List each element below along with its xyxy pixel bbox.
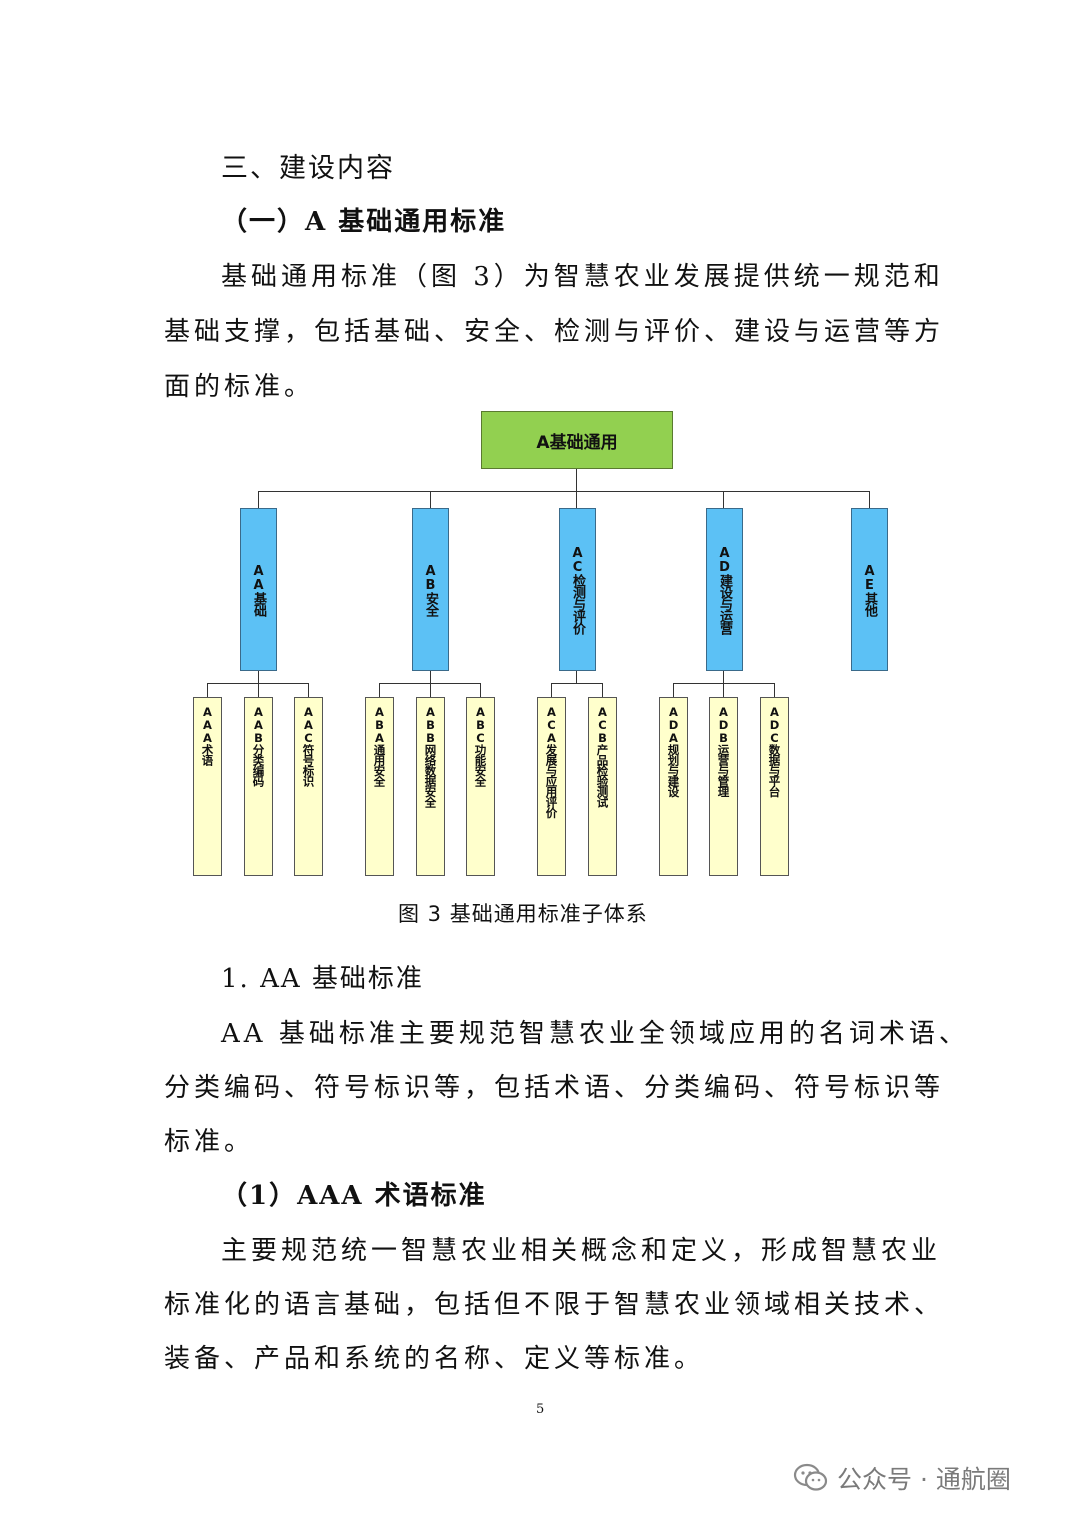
node-aa-label: AA基础 (251, 563, 266, 616)
connector (430, 671, 431, 683)
connector (774, 683, 775, 697)
node-abb-label: ABB网络数据安全 (423, 705, 438, 807)
heading-aa: 1. AA 基础标准 (221, 964, 424, 994)
connector (576, 671, 577, 683)
node-acb-label: ACB产品检验测试 (595, 705, 610, 807)
connector (576, 469, 577, 491)
intro-line-2: 基础支撑，包括基础、安全、检测与评价、建设与运营等方 (164, 317, 945, 347)
node-aaa-label: AAA术语 (200, 705, 215, 765)
connector (258, 491, 259, 508)
node-abc: ABC功能安全 (466, 697, 495, 876)
aa-line-3: 标准。 (164, 1127, 255, 1157)
watermark: 公众号 · 通航圈 (793, 1460, 1011, 1496)
connector (723, 683, 724, 697)
node-abb: ABB网络数据安全 (416, 697, 445, 876)
connector (430, 683, 431, 697)
intro-line-1: 基础通用标准（图 3）为智慧农业发展提供统一规范和 (221, 262, 944, 292)
connector (258, 671, 259, 683)
connector (723, 491, 724, 508)
connector (207, 683, 208, 697)
diagram-root-node: A基础通用 (481, 411, 673, 469)
connector (602, 683, 603, 697)
node-ac: AC检测与评价 (559, 508, 596, 671)
root-node-label: A基础通用 (536, 432, 618, 453)
aaa-line-1: 主要规范统一智慧农业相关概念和定义，形成智慧农业 (221, 1236, 942, 1266)
node-ae-label: AE其他 (862, 563, 877, 616)
connector (869, 491, 870, 508)
node-aca-label: ACA发展与应用评价 (544, 705, 559, 818)
node-aa: AA基础 (240, 508, 277, 671)
section-heading: 三、建设内容 (221, 153, 395, 184)
node-abc-label: ABC功能安全 (473, 705, 488, 786)
aa-line-1: AA 基础标准主要规范智慧农业全领域应用的名词术语、 (221, 1019, 969, 1049)
watermark-text: 公众号 · 通航圈 (837, 1465, 1011, 1494)
node-aca: ACA发展与应用评价 (537, 697, 566, 876)
node-adb: ADB运营与管理 (709, 697, 738, 876)
node-ae: AE其他 (851, 508, 888, 671)
node-ada: ADA规划与建设 (659, 697, 688, 876)
node-acb: ACB产品检验测试 (588, 697, 617, 876)
aaa-line-2: 标准化的语言基础，包括但不限于智慧农业领域相关技术、 (164, 1290, 945, 1320)
node-adc: ADC数据与平台 (760, 697, 789, 876)
connector (480, 683, 481, 697)
figure-caption: 图 3 基础通用标准子体系 (398, 902, 648, 926)
node-ad-label: AD建设与运营 (717, 545, 732, 634)
node-ad: AD建设与运营 (706, 508, 743, 671)
connector (258, 683, 259, 697)
node-aba: ABA通用安全 (365, 697, 394, 876)
page-number: 5 (536, 1402, 545, 1417)
connector (673, 683, 674, 697)
node-ada-label: ADA规划与建设 (666, 705, 681, 797)
node-aab-label: AAB分类编码 (251, 705, 266, 786)
connector (258, 491, 870, 492)
node-aab: AAB分类编码 (244, 697, 273, 876)
node-ab-label: AB安全 (423, 563, 438, 616)
connector (723, 671, 724, 683)
node-aac: AAC符号标识 (294, 697, 323, 876)
node-aba-label: ABA通用安全 (372, 705, 387, 786)
intro-line-3: 面的标准。 (164, 372, 315, 402)
subsection-heading: （一）A 基础通用标准 (221, 207, 507, 237)
wechat-icon (793, 1463, 829, 1493)
connector (576, 491, 577, 508)
node-ab: AB安全 (412, 508, 449, 671)
aa-line-2: 分类编码、符号标识等，包括术语、分类编码、符号标识等 (164, 1073, 945, 1103)
connector (673, 683, 775, 684)
connector (308, 683, 309, 697)
node-aac-label: AAC符号标识 (301, 705, 316, 786)
node-adb-label: ADB运营与管理 (716, 705, 731, 797)
node-ac-label: AC检测与评价 (570, 545, 585, 634)
aaa-line-3: 装备、产品和系统的名称、定义等标准。 (164, 1344, 705, 1374)
node-aaa: AAA术语 (193, 697, 222, 876)
connector (551, 683, 603, 684)
heading-aaa: （1）AAA 术语标准 (221, 1181, 487, 1211)
node-adc-label: ADC数据与平台 (767, 705, 782, 797)
connector (379, 683, 380, 697)
connector (430, 491, 431, 508)
connector (551, 683, 552, 697)
